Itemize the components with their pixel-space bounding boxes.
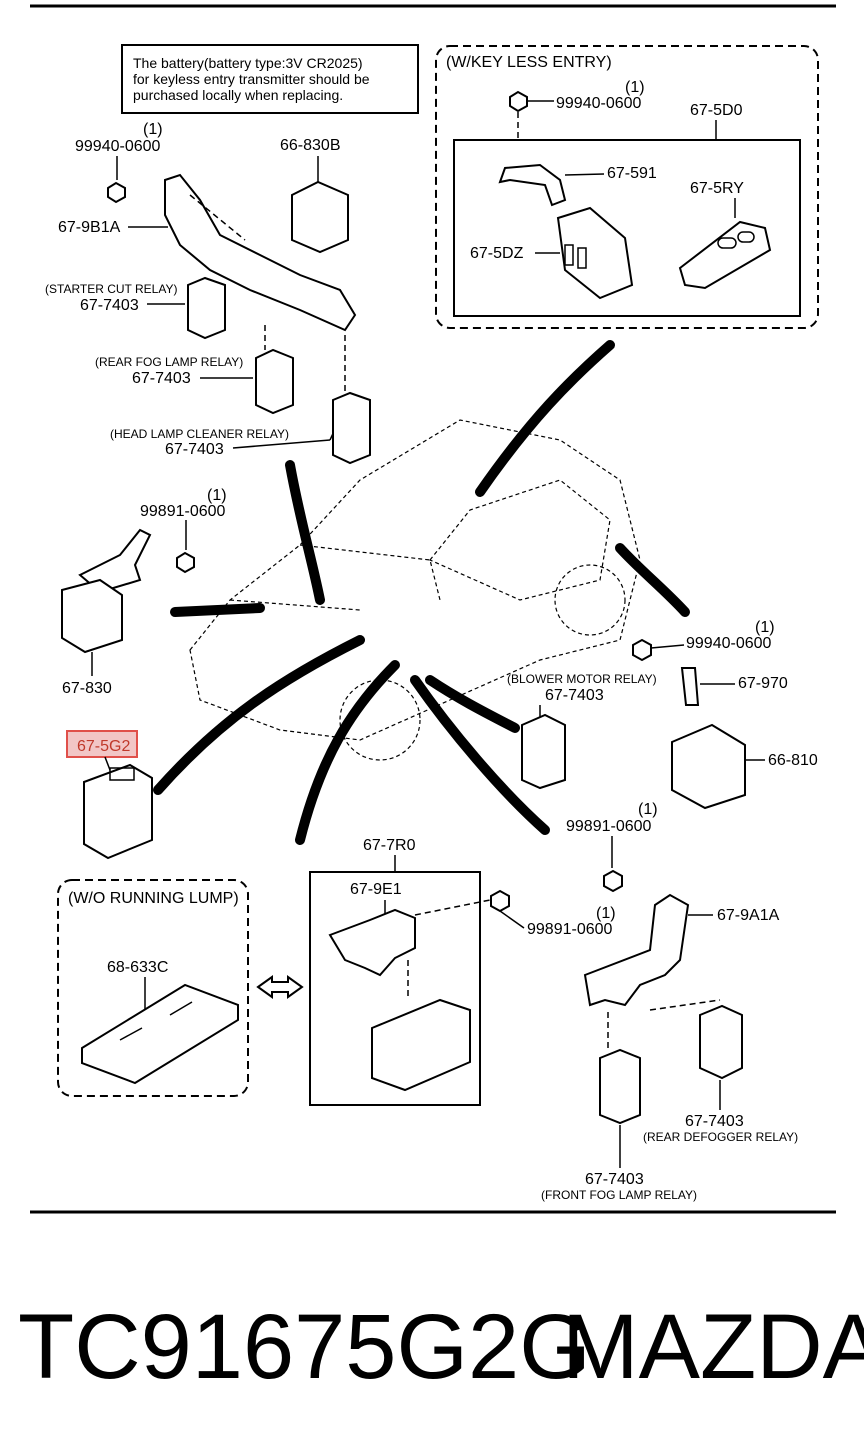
bracket-67-970-icon [680, 667, 700, 706]
left-upper-nut-number: 99940-0600 [75, 138, 161, 155]
blower-relay-icon [521, 713, 566, 790]
front-fog-relay-icon [599, 1048, 641, 1125]
center-bottom-group: 67-7R0 67-9E1 (1) 99891-0600 [309, 837, 616, 1106]
note-line-2: for keyless entry transmitter should be [133, 71, 370, 87]
keyless-unit-icon [556, 206, 634, 300]
running-lamp-title: (W/O RUNNING LUMP) [68, 890, 239, 907]
running-lamp-module-icon [81, 983, 239, 1085]
exchange-arrow-icon [256, 975, 304, 999]
nut-icon [107, 181, 126, 204]
module-66-810-icon [671, 723, 746, 810]
rear-defogger-relay-caption: (REAR DEFOGGER RELAY) [643, 1130, 798, 1144]
nut-icon [176, 551, 195, 574]
blower-relay-caption: (BLOWER MOTOR RELAY) [507, 672, 657, 686]
keyless-entry-group: (W/KEY LESS ENTRY) (1) 99940-0600 67-5D0… [435, 45, 819, 329]
running-lamp-part-number: 68-633C [107, 959, 168, 976]
keyless-bracket-number: 67-591 [607, 165, 657, 182]
center-bottom-nut-number: 99891-0600 [527, 921, 613, 938]
relay-66-830b-number: 66-830B [280, 137, 341, 154]
rear-fog-relay-caption: (REAR FOG LAMP RELAY) [95, 355, 243, 369]
right-bottom-group: (1) 99891-0600 67-9A1A 67-7403 (REAR DEF… [541, 801, 798, 1202]
left-upper-group: (1) 99940-0600 66-830B 67-9B1A (STARTER … [45, 121, 371, 465]
left-middle-group: (1) 99891-0600 67-830 67-5G2 [61, 487, 227, 860]
keyless-nut-qty: (1) [625, 79, 645, 96]
note-line-1: The battery(battery type:3V CR2025) [133, 55, 363, 71]
rear-fog-relay-icon [255, 348, 294, 415]
blower-relay-number: 67-7403 [545, 687, 604, 704]
keyless-assembly-number: 67-5D0 [690, 102, 743, 119]
unit-67-830-number: 67-830 [62, 680, 112, 697]
assembly-67-7r0-number: 67-7R0 [363, 837, 416, 854]
right-bottom-nut-number: 99891-0600 [566, 818, 652, 835]
right-middle-nut-number: 99940-0600 [686, 635, 772, 652]
unit-67-5g2-icon [83, 763, 153, 860]
module-icon [371, 998, 471, 1092]
unit-67-830-icon [61, 578, 123, 654]
bracket-icon [498, 163, 567, 207]
bracket-67-9a1a-number: 67-9A1A [717, 907, 780, 924]
head-lamp-cleaner-number: 67-7403 [165, 441, 224, 458]
keyless-nut-number: 99940-0600 [556, 95, 642, 112]
brand-caption: MAZDA [562, 1296, 864, 1398]
vehicle-outline [189, 419, 641, 761]
note-line-3: purchased locally when replacing. [133, 87, 343, 103]
bracket-67-970-number: 67-970 [738, 675, 788, 692]
bracket-67-9e1-icon [328, 908, 416, 977]
bracket-67-9b1a-number: 67-9B1A [58, 219, 121, 236]
bracket-67-9e1-number: 67-9E1 [350, 881, 402, 898]
transmitter-icon [678, 220, 772, 290]
starter-relay-icon [187, 276, 226, 340]
battery-note: The battery(battery type:3V CR2025) for … [121, 44, 419, 114]
right-middle-nut-qty: (1) [755, 619, 775, 636]
right-bottom-nut-qty: (1) [638, 801, 658, 818]
rear-defogger-relay-number: 67-7403 [685, 1113, 744, 1130]
head-lamp-cleaner-caption: (HEAD LAMP CLEANER RELAY) [110, 427, 289, 441]
part-number-caption: TC91675G2G [18, 1296, 591, 1398]
right-middle-group: (1) 99940-0600 67-970 (BLOWER MOTOR RELA… [507, 619, 818, 810]
running-lamp-group: (W/O RUNNING LUMP) 68-633C [57, 879, 249, 1097]
rear-defogger-relay-icon [699, 1004, 743, 1080]
left-middle-nut-qty: (1) [207, 487, 227, 504]
nut-icon [490, 889, 510, 913]
front-fog-relay-caption: (FRONT FOG LAMP RELAY) [541, 1188, 697, 1202]
nut-icon [509, 90, 528, 113]
left-middle-nut-number: 99891-0600 [140, 503, 226, 520]
center-bottom-nut-qty: (1) [596, 905, 616, 922]
starter-relay-caption: (STARTER CUT RELAY) [45, 282, 177, 296]
bracket-67-9a1a-icon [583, 893, 690, 1007]
nut-icon [603, 869, 623, 893]
pointer-arrows [153, 340, 690, 845]
module-66-810-number: 66-810 [768, 752, 818, 769]
rear-fog-relay-number: 67-7403 [132, 370, 191, 387]
starter-relay-number: 67-7403 [80, 297, 139, 314]
nut-icon [632, 638, 652, 662]
highlighted-part-number: 67-5G2 [77, 738, 130, 755]
transmitter-number: 67-5RY [690, 180, 744, 197]
head-lamp-cleaner-relay-icon [332, 391, 371, 465]
left-upper-nut-qty: (1) [143, 121, 163, 138]
bracket-67-9b1a-icon [164, 173, 357, 332]
front-fog-relay-number: 67-7403 [585, 1171, 644, 1188]
keyless-unit-number: 67-5DZ [470, 245, 524, 262]
relay-66-830b-icon [291, 180, 349, 254]
highlight-box [66, 730, 138, 758]
keyless-title: (W/KEY LESS ENTRY) [446, 54, 612, 71]
